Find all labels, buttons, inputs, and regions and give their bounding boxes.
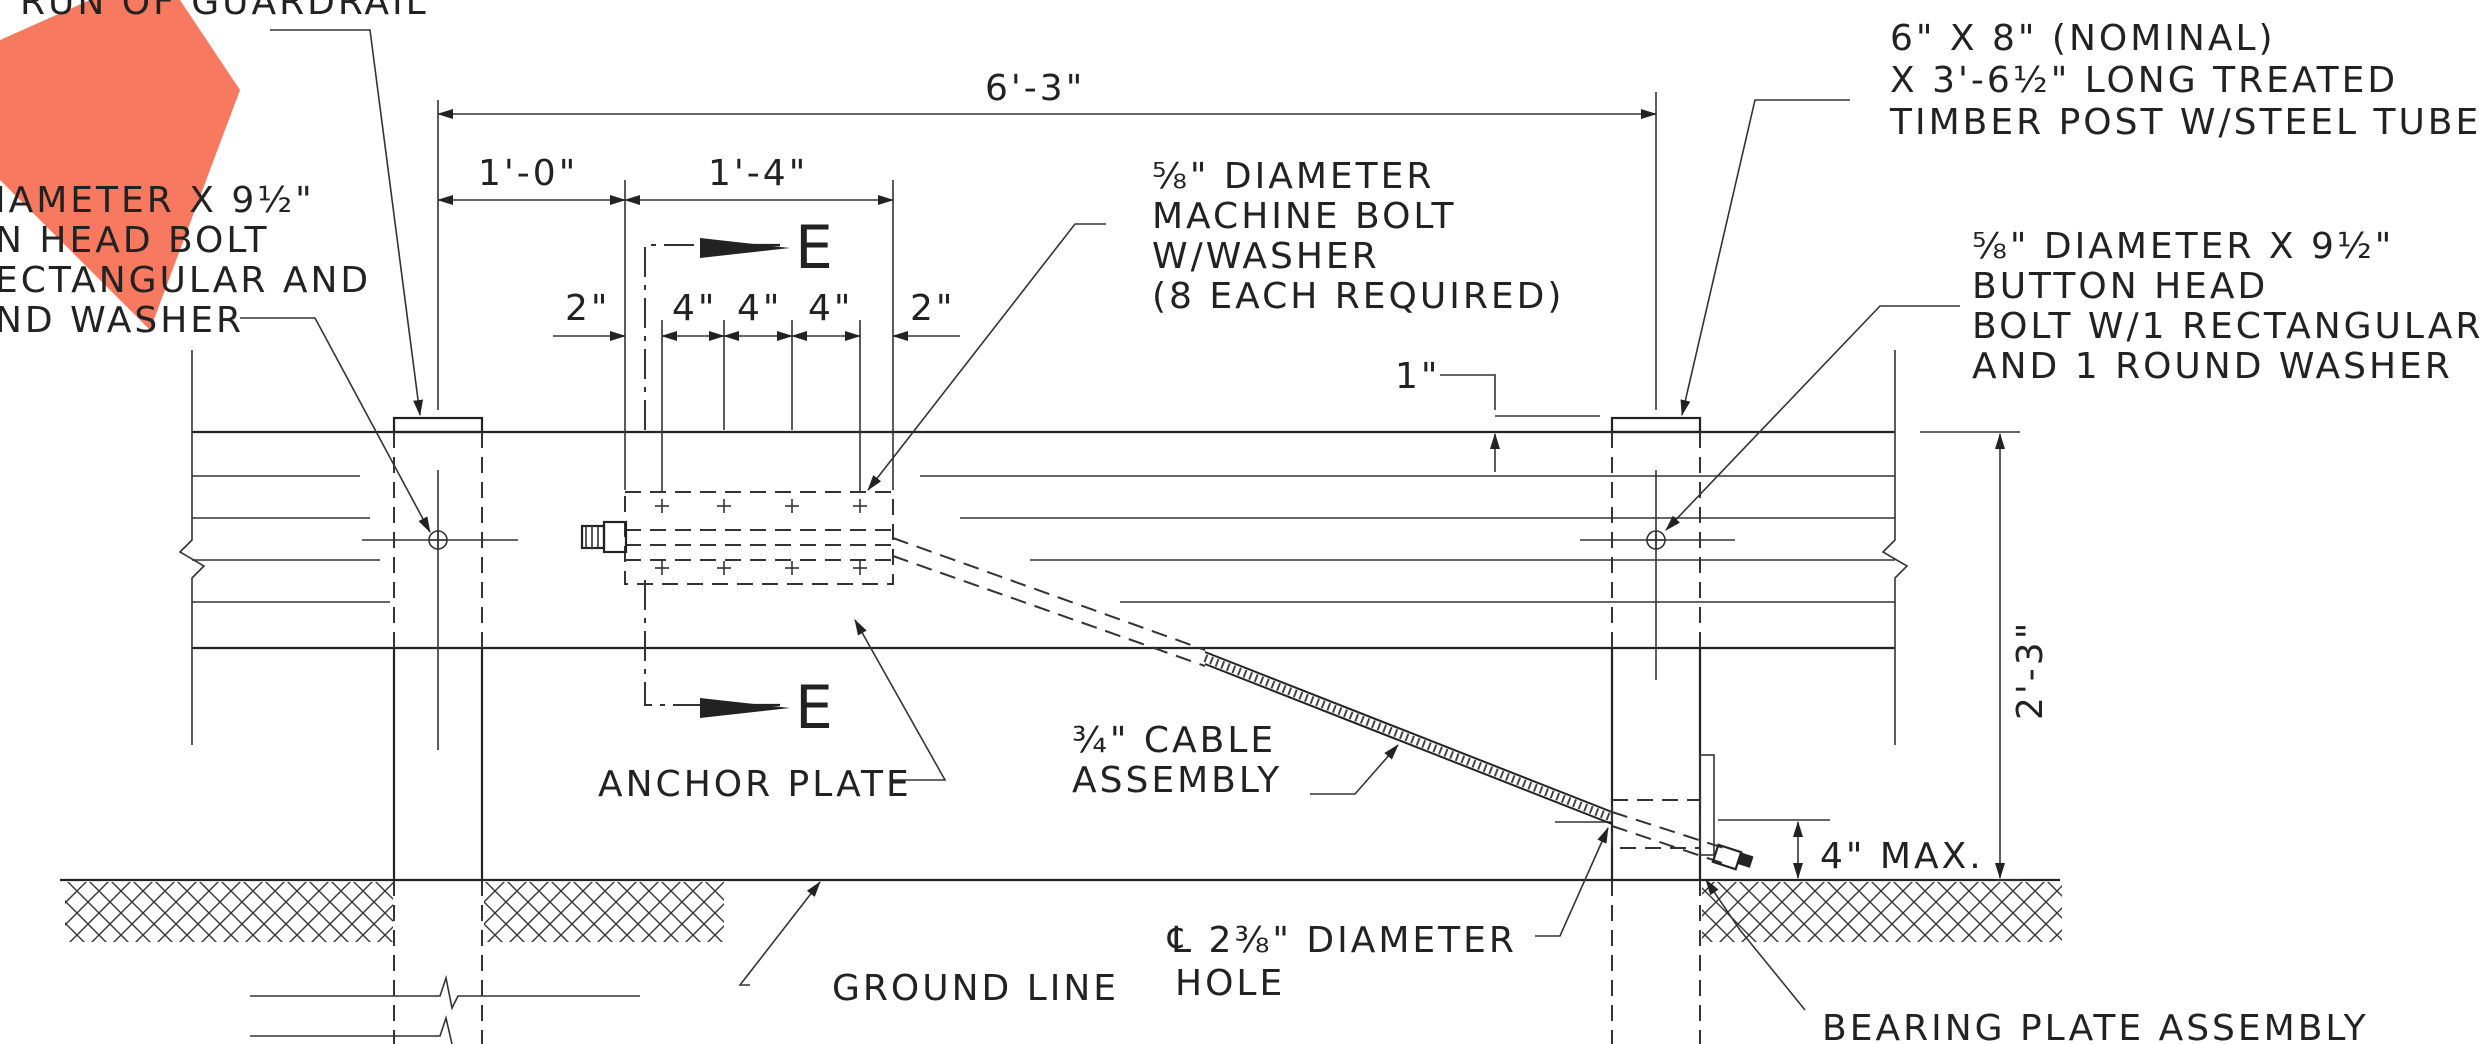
section-e-marks: E E xyxy=(644,213,833,743)
right-post xyxy=(1555,416,1735,1044)
dim-height: 2'-3" xyxy=(2010,620,2051,720)
label-ground-line: GROUND LINE xyxy=(832,968,1119,1009)
dim-plate-length: 1'-4" xyxy=(708,153,808,194)
section-mark-bottom: E xyxy=(795,673,833,743)
anchor-plate xyxy=(580,491,894,585)
label-hole-1: ℄ 2⅜" DIAMETER xyxy=(1167,920,1517,961)
dim-max-clear: 4" MAX. xyxy=(1820,836,1984,877)
dim-spacing-3: 4" xyxy=(808,288,853,329)
label-left-bolt-3: ECTANGULAR AND xyxy=(0,260,371,301)
label-anchor-plate: ANCHOR PLATE xyxy=(598,764,912,805)
dim-spacing-2: 4" xyxy=(737,288,782,329)
label-timber-post-3: TIMBER POST W/STEEL TUBE xyxy=(1889,102,2481,143)
label-right-bolt-4: AND 1 ROUND WASHER xyxy=(1972,346,2453,387)
dim-post-to-plate: 1'-0" xyxy=(478,153,578,194)
label-right-bolt-3: BOLT W/1 RECTANGULAR xyxy=(1972,306,2482,347)
label-timber-post-2: X 3'-6½" LONG TREATED xyxy=(1890,60,2398,101)
label-right-bolt-2: BUTTON HEAD xyxy=(1972,266,2268,307)
dim-overall: 6'-3" xyxy=(985,68,1085,109)
dim-rail-offset: 1" xyxy=(1395,356,1440,397)
label-machine-bolt-2: MACHINE BOLT xyxy=(1152,196,1457,237)
label-bearing-plate: BEARING PLATE ASSEMBLY xyxy=(1822,1008,2369,1044)
label-left-bolt-4: ND WASHER xyxy=(0,300,244,341)
dim-edge-left: 2" xyxy=(565,288,610,329)
label-run-of-guardrail: RUN OF GUARDRAIL xyxy=(20,0,429,23)
label-cable-2: ASSEMBLY xyxy=(1072,760,1282,801)
label-left-bolt-1: IAMETER X 9½" xyxy=(0,180,315,221)
leader-lines xyxy=(240,29,1960,1011)
ground-line xyxy=(60,878,2062,1044)
red-stripe xyxy=(0,0,240,330)
cable-assembly xyxy=(892,537,1754,871)
label-left-bolt-2: N HEAD BOLT xyxy=(0,220,269,261)
left-post xyxy=(362,416,518,1044)
label-cable-1: ¾" CABLE xyxy=(1072,720,1276,761)
dim-edge-right: 2" xyxy=(910,288,955,329)
label-right-bolt-1: ⅝" DIAMETER X 9½" xyxy=(1972,226,2394,267)
guardrail-beam xyxy=(178,350,1909,745)
label-machine-bolt-4: (8 EACH REQUIRED) xyxy=(1152,276,1564,317)
label-timber-post-1: 6" X 8" (NOMINAL) xyxy=(1890,18,2276,59)
section-mark-top: E xyxy=(795,213,833,283)
dim-spacing-1: 4" xyxy=(672,288,717,329)
dimension-lines: 6'-3" 1'-0" 1'-4" 2" 4" 4" 4" 2" 1" 2'-3… xyxy=(437,68,2051,881)
label-machine-bolt-3: W/WASHER xyxy=(1152,236,1380,277)
label-machine-bolt-1: ⅝" DIAMETER xyxy=(1152,156,1434,197)
label-hole-2: HOLE xyxy=(1175,963,1285,1004)
